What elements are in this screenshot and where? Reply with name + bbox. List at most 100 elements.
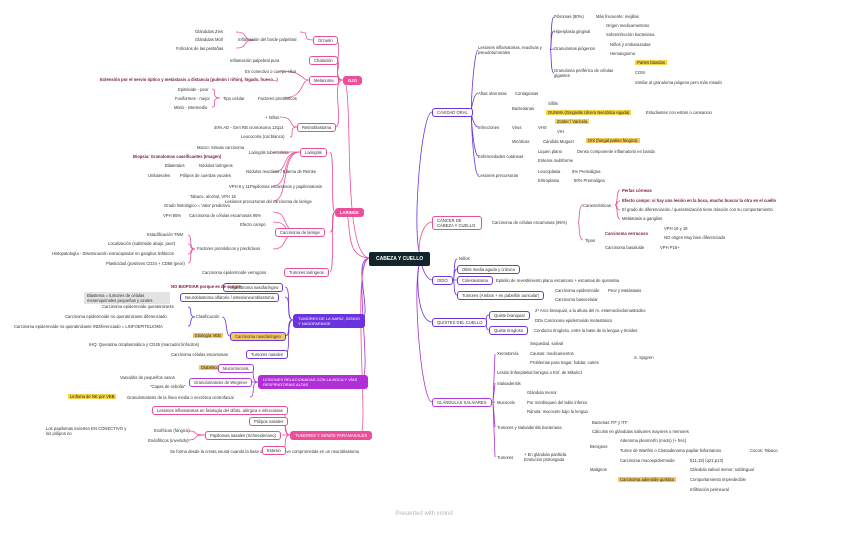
node-glandula-parotida: + En glándula parótida. Evolución prolon… — [524, 452, 568, 462]
node-orzuelo[interactable]: Orzuelo — [313, 36, 338, 45]
branch-tumores-nariz[interactable]: TUMORES DE LA NARIZ, SENOS Y NASOFARINGE — [293, 314, 365, 328]
node-tumores-sialoadenitis: Tumores y sialoadenitis bacteriana — [497, 425, 562, 430]
node-efecto-campo-laringe: Efecto campo — [240, 222, 266, 227]
node-foliculos: Folículos de las pestañas — [176, 46, 224, 51]
node-localizacion: Localización (subtiroide abajo, peor) — [108, 241, 176, 246]
node-estesio[interactable]: Estesio — [262, 446, 286, 455]
node-dx: DIX (fungal patino fúngico) — [586, 138, 640, 143]
node-peor-metastasis: Peor y Metástasis — [608, 288, 642, 293]
node-ranula: Ránula: mucocele bajo la lengua — [527, 409, 588, 414]
node-carcinoma-95: Carcinoma de células escamosas 95% — [189, 213, 262, 218]
node-laringitis[interactable]: Laringitis — [300, 148, 327, 157]
node-ninos: + Niños — [265, 115, 280, 120]
node-causas: Causas: medicamentos — [530, 351, 574, 356]
node-colesteatoma[interactable]: Colesteatoma — [457, 276, 493, 285]
node-tumores-laringeos[interactable]: Tumores laríngeos — [284, 268, 329, 277]
node-carcinoma-laringe[interactable]: Carcinoma de laringe — [275, 228, 325, 237]
node-lesiones-precursoras-laringe: Lesiones precursoras del carcinoma de la… — [225, 199, 312, 204]
node-melanoma[interactable]: Melanoma — [309, 76, 339, 85]
node-sjogren: S. Sjogren — [634, 355, 654, 360]
node-micoticas: Micóticas — [512, 139, 530, 144]
node-bacterianas: Bacterianas — [512, 106, 535, 111]
node-factores-laringe: Factores pronósticos y predictivos — [197, 246, 261, 251]
node-caracteristicas: Características — [583, 203, 611, 208]
node-carcinoma-nasofaringeo[interactable]: Carcinoma nasofaríngeo — [230, 332, 286, 341]
node-tipo-celular: Tipo celular — [223, 96, 245, 101]
node-cocos: Cocos: Tabaco — [750, 448, 778, 453]
node-plasticidad: Plasticidad (positivos CD34 + CD68 (peor… — [106, 261, 185, 266]
node-epiteloide: Epiteloide - peor — [178, 87, 209, 92]
node-perlas: Perlas córneas — [622, 188, 652, 193]
node-calculos: Cálculos en glándulas salivares mayores … — [592, 429, 689, 434]
branch-cavidad-oral[interactable]: CAVIDAD ORAL — [432, 108, 473, 117]
node-tumores-nasales[interactable]: Tumores nasales — [246, 350, 288, 359]
node-exofiticos: Exofíticos (fúngico) — [154, 428, 190, 433]
branch-cancer[interactable]: CÁNCER DE CABEZA Y CUELLO — [432, 216, 482, 230]
node-fibromas: Fibromas (80%) — [554, 14, 584, 19]
node-quiste-branquial[interactable]: Quiste branquial — [489, 311, 530, 320]
node-lesiones-precursoras-oral: Lesiones precursoras — [478, 173, 519, 178]
branch-quistes[interactable]: QUISTES DEL CUELLO — [432, 318, 488, 327]
node-chalazion[interactable]: Chalazión — [309, 56, 338, 65]
node-tabaco: Tabaco, alcohol, VPH 16 — [190, 194, 236, 199]
node-carcinoma-epidermoide-oido: Carcinoma epidermoide — [555, 288, 600, 293]
node-estudiantes: Estudiantes con estrés o cansancio — [646, 110, 712, 115]
node-papilomas-tejido: Los papilomas invierten EN CONECTIVO y l… — [46, 426, 127, 436]
node-retinoblastoma[interactable]: Retinoblastoma — [297, 123, 337, 132]
branch-laringe[interactable]: LARINGE — [335, 208, 364, 217]
node-ninos-oido: Niños — [459, 256, 470, 261]
node-epitelio: Epitelio de revestimiento plano escamoso… — [496, 278, 620, 283]
node-clasificacion: Clasificación — [196, 314, 220, 319]
node-dx-carcinoma: DDx Carcinoma epidermoide metastásico — [535, 318, 613, 323]
node-carcinoma-epidermoide-verrugoso: Carcinoma epidermoide verrugoso — [202, 270, 267, 275]
node-granuloma-celulas: Granuloma periférico de células gigantes — [554, 68, 614, 78]
node-carcinoma-indiferenciado: Carcinoma epidermoide no queratinizante … — [14, 324, 163, 329]
node-vph-laringe: VPH 6 y 11 — [229, 184, 250, 189]
node-warthin: Tumor de Warthin o Cistoadenoma papilar … — [620, 448, 722, 453]
node-bilaterales: Bilaterales — [165, 163, 185, 168]
node-blastema: Blastema = tumores de células mesenquima… — [84, 292, 170, 304]
node-neuroblastoma[interactable]: Neuroblastoma olfatorio / estesioneurobl… — [180, 293, 279, 302]
node-angiofibroma[interactable]: Angiofibroma nasofaríngeo — [223, 283, 284, 292]
branch-tumores-senos[interactable]: TUMORES Y SENOS PARANASALES — [290, 431, 373, 440]
root-node[interactable]: CABEZA Y CUELLO — [369, 252, 431, 266]
node-zoster: Zoster / Varicela — [555, 119, 590, 124]
node-lesion-mikulicz: Lesión linfoepitelial benigna o Enf. de … — [497, 370, 583, 375]
node-granulomatosis-wegener[interactable]: Granulomatosis de Wegener — [189, 378, 253, 387]
branch-lesiones-boca[interactable]: LESIONES RELACIONADAS CON LA BOCA Y VÍAS… — [258, 375, 368, 389]
node-eritroplasia: Eritroplasia — [538, 178, 559, 183]
node-macro: Macro: Simula carcinoma — [197, 145, 245, 150]
node-otitis[interactable]: Otitis media aguda y crónica — [457, 265, 520, 274]
node-translocacion: t(11;19) (q21;p13) — [690, 458, 724, 463]
node-biopsia: Biopsia: Granulomas caseificantes (Image… — [133, 154, 222, 159]
node-unilaterales: Unilaterales — [148, 173, 171, 178]
node-tumores-glandulas: Tumores — [497, 455, 514, 460]
node-histopatologia: Histopatología - Diseminación extracapsu… — [52, 251, 174, 256]
node-en-conectivo: En conectivo o cuerpo ciliar — [245, 69, 297, 74]
node-nodulos-reactivos: Nódulos reactivos / Edema de Reinke — [246, 169, 317, 174]
node-quiste-tirogloso[interactable]: Quiste tirogloso — [489, 326, 529, 335]
node-laringitis-tb: Laringitis tuberculosa — [249, 150, 289, 155]
node-sobreinfeccion: Sobreinfección bacteriana — [606, 32, 655, 37]
node-pct-5: 5% Premaligna — [572, 169, 601, 174]
node-estadificacion: Estadificación TNM — [147, 232, 183, 237]
node-inflamacion-palpebral: Inflamación palpebral pura — [230, 58, 280, 63]
node-sequedad: Sequedad, salival — [530, 341, 564, 346]
node-vph-p16: VPH P16+ — [660, 245, 680, 250]
node-lesiones-inflamatorias-senos[interactable]: Lesiones inflamatorias en fisiología del… — [152, 406, 288, 415]
node-endofiticos: Endofíticos (invertido) — [148, 438, 189, 443]
branch-glandulas[interactable]: GLÁNDULAS SALIVARES — [432, 398, 492, 407]
node-similar: Similar al granuloma piógeno pero más ro… — [635, 80, 722, 85]
node-mixto: Mixto - intermedio — [174, 105, 208, 110]
node-tumores-oido[interactable]: Tumores (Ambos + en pabellón auricular) — [457, 291, 545, 300]
node-infecciones: Infecciones — [478, 125, 500, 130]
node-vhs: VHS — [538, 125, 547, 130]
node-grado: Grado histológico = Valor predictivo — [164, 203, 230, 208]
branch-ojo[interactable]: OJO — [343, 76, 362, 85]
node-polipos-nasales[interactable]: Pólipos nasales — [249, 417, 289, 426]
branch-oido[interactable]: OÍDO — [432, 276, 453, 285]
node-mucormicosis[interactable]: Mucormicosis — [218, 364, 254, 373]
node-papilomas-nasales[interactable]: Papilomas nasales (Schneideriano) — [205, 431, 281, 440]
node-carcinoma-queratinizante: Carcinoma epidermoide queratinizante — [102, 304, 174, 309]
node-labio-inferior: Por mordisqueo del labio inferior — [527, 400, 588, 405]
